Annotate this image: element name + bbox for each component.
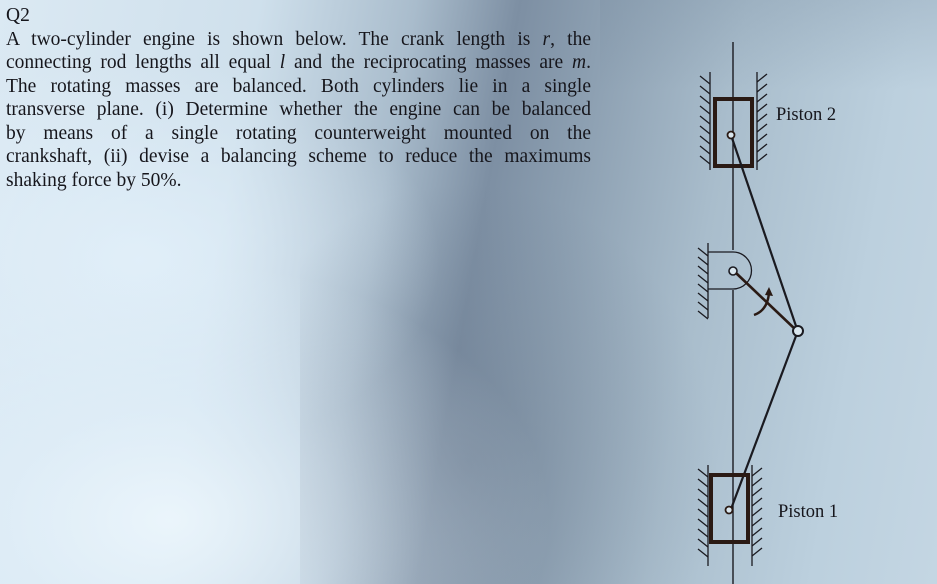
- piston-2: [713, 97, 754, 168]
- question-line-4: transverse plane. (i) Determine whether …: [6, 99, 591, 120]
- question-line-1: A two-cylinder engine is shown below. Th…: [6, 28, 591, 50]
- question-line-5: by means of a single rotating counterwei…: [6, 122, 591, 144]
- crankshaft-bearing: [697, 243, 753, 320]
- question-line-7: shaking force by 50%.: [6, 169, 182, 191]
- question-line-2: connecting rod lengths all equal l and t…: [6, 52, 592, 73]
- connecting-rod-2: [730, 137, 799, 330]
- connecting-rod-1: [729, 335, 798, 510]
- crank-pin: [792, 325, 804, 337]
- crankshaft-pivot: [728, 266, 738, 276]
- arrow-head-icon: [765, 287, 773, 296]
- wrist-pin-1: [724, 505, 734, 515]
- piston-1-label: Piston 1: [778, 502, 839, 522]
- question-line-6: crankshaft, (ii) devise a balancing sche…: [6, 146, 591, 167]
- wrist-pin-2: [726, 130, 736, 140]
- question-number: Q2: [6, 5, 30, 26]
- piston-1: [709, 473, 750, 544]
- shadow-overlay: [600, 0, 937, 90]
- shadow-overlay: [300, 180, 720, 584]
- cylinder-1-walls: [697, 465, 763, 566]
- cylinder-2-walls: [699, 72, 768, 170]
- question-line-3: The rotating masses are balanced. Both c…: [6, 75, 591, 97]
- question-block: Q2 A two-cylinder engine is shown below.…: [6, 4, 591, 192]
- piston-2-label: Piston 2: [776, 105, 837, 125]
